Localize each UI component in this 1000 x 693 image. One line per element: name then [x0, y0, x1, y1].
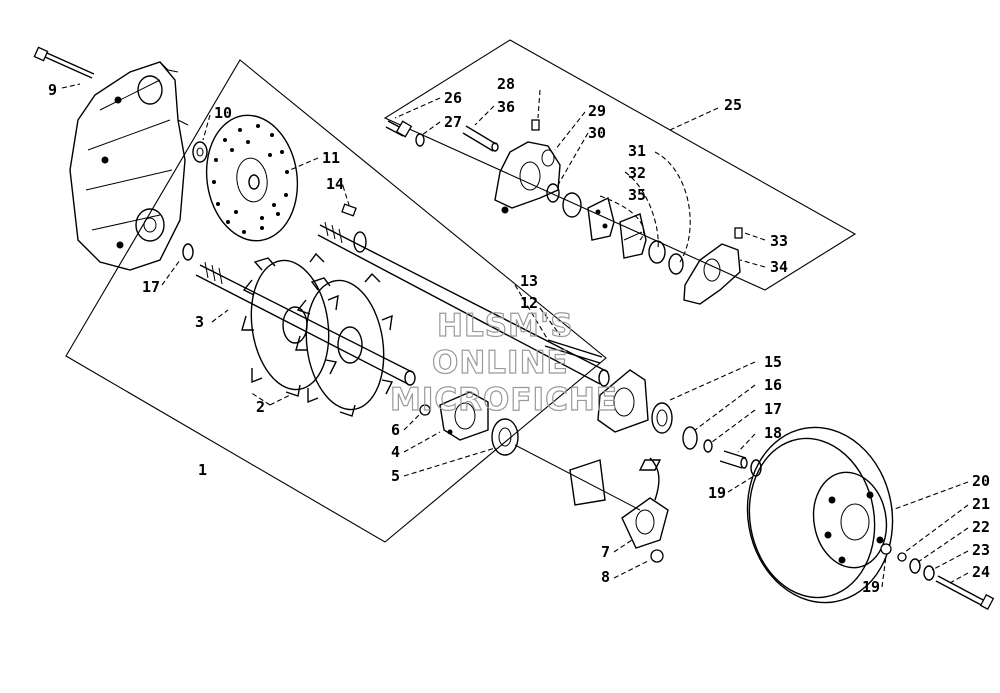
seal-17-left: [182, 243, 194, 261]
callout-20: 20: [972, 472, 990, 490]
callout-36: 36: [497, 98, 515, 116]
oring-19-b: [880, 543, 892, 555]
caliper-bolt-26: [385, 120, 413, 138]
callout-2: 2: [256, 398, 265, 416]
callout-34: 34: [770, 258, 788, 276]
pin-13: [544, 345, 601, 364]
callout-21: 21: [972, 495, 990, 513]
callout-12: 12: [520, 294, 538, 312]
callout-28: 28: [497, 75, 515, 93]
callout-4: 4: [391, 443, 400, 461]
brake-disc-11: [205, 114, 299, 242]
callout-8: 8: [601, 568, 610, 586]
fitting-33: [734, 227, 743, 239]
callout-6: 6: [391, 421, 400, 439]
bearing-housing-plate: [597, 369, 649, 433]
pin-12: [547, 339, 603, 358]
washer-27: [415, 133, 425, 147]
brake-pad-35: [619, 213, 647, 259]
callout-17-right: 17: [764, 400, 782, 418]
callout-15: 15: [764, 353, 782, 371]
caliper-body-29: [494, 141, 561, 214]
assembly-frame-25: [383, 39, 857, 291]
bolt-9: [33, 46, 95, 79]
callout-3: 3: [195, 313, 204, 331]
callout-9: 9: [48, 81, 57, 99]
callout-30: 30: [588, 124, 606, 142]
callout-13: 13: [520, 272, 538, 290]
callout-29: 29: [588, 102, 606, 120]
bolt-24: [935, 575, 995, 611]
bleeder-28: [531, 119, 540, 131]
upper-shaft: [317, 221, 610, 387]
oring-30: [546, 183, 560, 203]
callout-labels: 1 2 3 4 5 6 7 8 9 10 11 12 13 14 15 16 1…: [48, 75, 990, 596]
callout-17-left: 17: [142, 278, 160, 296]
leader-lines: [61, 83, 969, 588]
washer-16: [682, 426, 698, 450]
speed-sensor-7: [621, 457, 669, 549]
callout-19-a: 19: [708, 484, 726, 502]
piston-31: [562, 192, 582, 218]
watermark-line-3: MICROFICHE: [390, 382, 618, 418]
hub-drum-20: [746, 426, 894, 604]
drive-sprocket-2a: [241, 252, 339, 397]
drive-sprocket-2b: [295, 272, 394, 417]
bearing-5: [491, 418, 519, 456]
callout-27: 27: [444, 113, 462, 131]
callout-35: 35: [628, 186, 646, 204]
washer-10: [192, 141, 208, 163]
callout-1: 1: [198, 461, 207, 479]
callout-16: 16: [764, 376, 782, 394]
drive-shaft-3: [195, 261, 416, 386]
callout-24: 24: [972, 563, 990, 581]
pin-36: [462, 125, 499, 152]
washer-21: [897, 552, 907, 562]
chaincase-housing: [69, 61, 189, 271]
callout-14: 14: [326, 175, 344, 193]
washer-23: [923, 565, 935, 581]
trigger-plate: [569, 459, 606, 506]
watermark-line-1: HLSM'S: [437, 308, 574, 344]
assembly-frame-1: [65, 59, 607, 543]
axle-centerline: [514, 444, 641, 511]
callout-10: 10: [214, 104, 232, 122]
caliper-half-34: [683, 243, 741, 305]
callout-25: 25: [724, 96, 742, 114]
callout-26: 26: [444, 89, 462, 107]
watermark: HLSM'S ONLINE MICROFICHE: [389, 307, 618, 418]
oring-31-b: [648, 240, 666, 264]
callout-18: 18: [764, 424, 782, 442]
watermark-line-2: ONLINE: [432, 345, 569, 381]
key-14: [341, 203, 357, 217]
callout-5: 5: [391, 467, 400, 485]
bearing-flange-4: [439, 391, 489, 441]
callout-23: 23: [972, 541, 990, 559]
callout-22: 22: [972, 518, 990, 536]
spacer-6: [419, 404, 431, 416]
washer-22: [909, 558, 921, 574]
bearing-15: [651, 402, 673, 434]
callout-7: 7: [601, 543, 610, 561]
callout-33: 33: [770, 232, 788, 250]
brake-pad-32: [587, 196, 615, 241]
callout-19-b: 19: [862, 578, 880, 596]
nut-8: [650, 549, 664, 563]
callout-11: 11: [322, 149, 340, 167]
callout-32: 32: [628, 164, 646, 182]
spacer-18: [719, 450, 748, 469]
seal-17-right: [703, 439, 713, 453]
seal-32-b: [668, 253, 684, 275]
callout-31: 31: [628, 142, 646, 160]
